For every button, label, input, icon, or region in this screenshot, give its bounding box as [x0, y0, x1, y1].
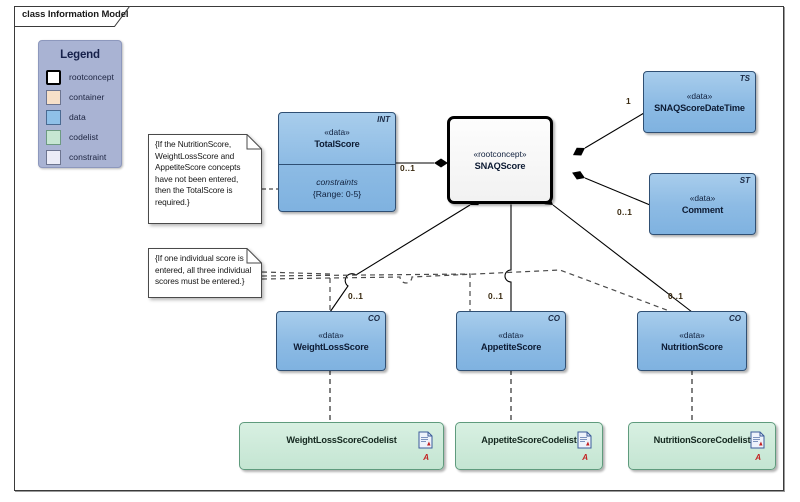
- class-comment-name: Comment: [681, 204, 724, 215]
- class-weightlossscore-stereotype: «data»: [318, 329, 344, 340]
- legend-label-constraint: constraint: [69, 152, 107, 162]
- multiplicity-comment: 0..1: [617, 207, 633, 217]
- legend-item-container: container: [39, 87, 121, 107]
- multiplicity-nutrition: 0..1: [668, 291, 684, 301]
- abstract-marker: A: [755, 453, 761, 462]
- legend-swatch-rootconcept: [46, 69, 61, 85]
- legend-swatch-data: [46, 109, 61, 125]
- class-nutritionscore-body: «data» NutritionScore: [638, 312, 746, 370]
- legend-title: Legend: [60, 49, 100, 61]
- class-weightlossscore-name: WeightLossScore: [293, 341, 369, 352]
- class-snaqscore-name: SNAQScore: [474, 160, 526, 171]
- class-totalscore-divider: [279, 164, 395, 165]
- class-appetitescore-stereotype: «data»: [498, 329, 524, 340]
- diagram-title-tab: [14, 6, 130, 27]
- note-individual-score-rule[interactable]: {If one individual score is entered, all…: [148, 248, 262, 298]
- legend-item-constraint: constraint: [39, 147, 121, 167]
- note-totalscore-rule-text: {If the NutritionScore, WeightLossScore …: [155, 139, 241, 207]
- multiplicity-appetite: 0..1: [488, 291, 504, 301]
- codelist-nutritionscorecodelist[interactable]: NutritionScoreCodelist A: [628, 422, 776, 470]
- class-snaqscoredatetime-body: «data» SNAQScoreDateTime: [644, 72, 755, 132]
- note-individual-score-rule-text: {If one individual score is entered, all…: [155, 253, 252, 287]
- class-totalscore-constraints-label: constraints: [316, 176, 358, 187]
- legend-label-rootconcept: rootconcept: [69, 72, 114, 82]
- legend-panel: Legend rootconcept container data codeli…: [38, 40, 122, 168]
- class-nutritionscore-name: NutritionScore: [661, 341, 723, 352]
- class-totalscore-stereotype: «data»: [324, 127, 350, 137]
- class-snaqscore[interactable]: «rootconcept» SNAQScore: [447, 116, 553, 204]
- class-totalscore[interactable]: INT «data» TotalScore constraints {Range…: [278, 112, 396, 212]
- codelist-appetitescorecodelist[interactable]: AppetiteScoreCodelist A: [455, 422, 603, 470]
- class-appetitescore-body: «data» AppetiteScore: [457, 312, 565, 370]
- class-snaqscoredatetime-type: TS: [739, 74, 750, 83]
- class-nutritionscore[interactable]: CO «data» NutritionScore: [637, 311, 747, 371]
- multiplicity-totalscore: 0..1: [400, 163, 416, 173]
- document-icon: [577, 431, 592, 449]
- legend-item-rootconcept: rootconcept: [39, 67, 121, 87]
- class-comment-body: «data» Comment: [650, 174, 755, 234]
- class-totalscore-constraints: constraints {Range: 0-5}: [279, 164, 395, 211]
- class-snaqscoredatetime-name: SNAQScoreDateTime: [654, 102, 745, 113]
- legend-swatch-codelist: [46, 129, 61, 145]
- class-weightlossscore-type: CO: [368, 314, 380, 323]
- class-weightlossscore-body: «data» WeightLossScore: [277, 312, 385, 370]
- diagram-title: class Information Model: [22, 9, 129, 20]
- legend-swatch-container: [46, 89, 61, 105]
- document-icon: [750, 431, 765, 449]
- class-appetitescore[interactable]: CO «data» AppetiteScore: [456, 311, 566, 371]
- class-comment-type: ST: [739, 176, 750, 185]
- codelist-appetitescorecodelist-name: AppetiteScoreCodelist: [481, 435, 577, 445]
- class-snaqscore-body: «rootconcept» SNAQScore: [450, 119, 550, 201]
- class-totalscore-header: «data» TotalScore: [279, 113, 395, 164]
- class-weightlossscore[interactable]: CO «data» WeightLossScore: [276, 311, 386, 371]
- codelist-nutritionscorecodelist-name: NutritionScoreCodelist: [653, 435, 751, 445]
- class-totalscore-type: INT: [377, 115, 390, 124]
- multiplicity-datetime: 1: [626, 96, 631, 106]
- multiplicity-weightloss: 0..1: [348, 291, 364, 301]
- abstract-marker: A: [582, 453, 588, 462]
- legend-label-codelist: codelist: [69, 132, 99, 142]
- document-icon: [418, 431, 433, 449]
- codelist-weightlossscorecodelist-name: WeightLossScoreCodelist: [286, 435, 397, 445]
- abstract-marker: A: [423, 453, 429, 462]
- note-totalscore-rule[interactable]: {If the NutritionScore, WeightLossScore …: [148, 134, 262, 224]
- codelist-weightlossscorecodelist[interactable]: WeightLossScoreCodelist A: [239, 422, 444, 470]
- legend-label-container: container: [69, 92, 105, 102]
- class-totalscore-name: TotalScore: [314, 139, 360, 149]
- legend-swatch-constraint: [46, 149, 61, 165]
- legend-item-data: data: [39, 107, 121, 127]
- class-appetitescore-type: CO: [548, 314, 560, 323]
- class-comment-stereotype: «data»: [689, 192, 716, 203]
- class-nutritionscore-type: CO: [729, 314, 741, 323]
- class-appetitescore-name: AppetiteScore: [480, 341, 542, 352]
- class-totalscore-constraints-value: {Range: 0-5}: [312, 188, 362, 199]
- legend-label-data: data: [69, 112, 86, 122]
- class-snaqscoredatetime-stereotype: «data»: [686, 90, 713, 101]
- class-comment[interactable]: ST «data» Comment: [649, 173, 756, 235]
- legend-item-codelist: codelist: [39, 127, 121, 147]
- class-snaqscoredatetime[interactable]: TS «data» SNAQScoreDateTime: [643, 71, 756, 133]
- class-snaqscore-stereotype: «rootconcept»: [473, 148, 527, 159]
- class-nutritionscore-stereotype: «data»: [679, 329, 705, 340]
